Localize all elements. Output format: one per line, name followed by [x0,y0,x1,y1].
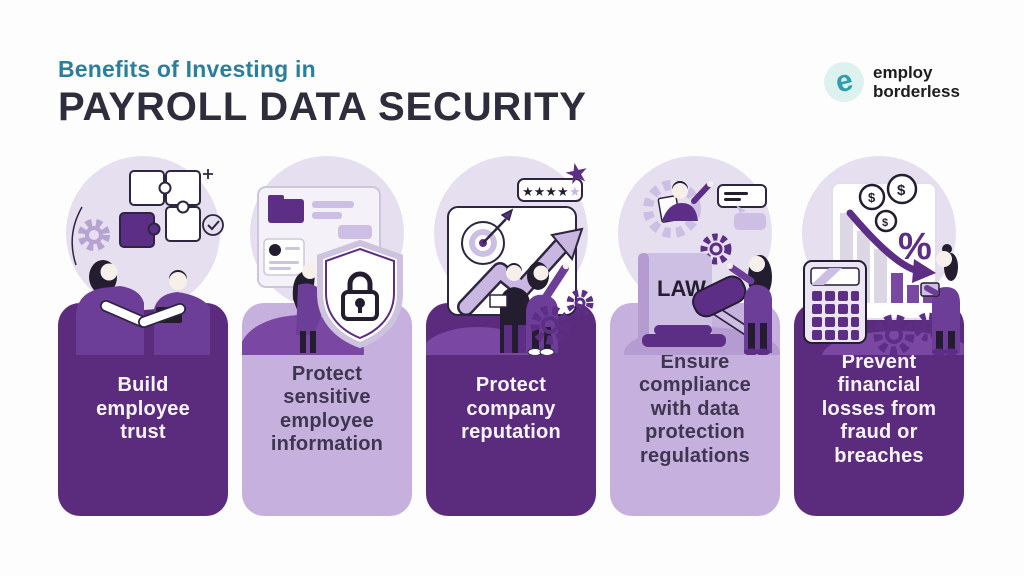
calculator-icon [803,260,867,344]
gear-icon [700,233,732,265]
card-label: Protect sensitive employee information [270,362,384,455]
header: Benefits of Investing in PAYROLL DATA SE… [58,56,587,128]
woman-with-tablet [920,244,960,355]
shield-lock-icon [317,239,403,349]
dollar-coins-icon: $ $ $ [858,173,918,233]
shield-lock-illustration [242,156,404,355]
brand-logo: e employ borderless [824,62,960,102]
chat-bubble-icon [338,225,372,239]
svg-text:★★★★: ★★★★ [522,184,569,199]
percent-symbol: % [898,226,932,268]
gear-icon [530,289,594,345]
page-title: PAYROLL DATA SECURITY [58,85,587,129]
folder-icon [268,195,304,223]
brand-name: employ borderless [873,63,960,101]
benefit-card-wrap-5: % $ $ $ [794,155,964,516]
brand-name-line1: employ [873,63,933,82]
law-gavel-illustration: LAW [618,156,780,355]
header-subtitle: Benefits of Investing in [58,56,316,82]
sparkle-icon [203,169,213,179]
checkmark-circle-icon [202,214,224,236]
card-label: Build employee trust [96,374,190,444]
target-dart-icon [461,208,514,265]
benefit-card-wrap-1: Build employee trust [58,155,228,516]
puzzle-icon [119,170,201,248]
gavel-icon [642,275,767,347]
gear-person [643,180,713,238]
benefit-cards-row: Build employee trust [58,155,966,516]
card-label: Protect company reputation [461,374,561,444]
speech-bubbles-icon [717,184,767,230]
svg-text:$: $ [882,217,888,229]
accent-arc [71,206,83,266]
star-icon: ★ [561,156,592,192]
svg-text:$: $ [868,190,876,205]
brand-name-line2: borderless [873,82,960,101]
woman-figure [727,255,772,355]
benefit-card-wrap-2: Protect sensitive employee information [242,155,412,516]
financial-loss-illustration: % $ $ $ [802,156,964,355]
benefit-card-wrap-3: ★★★★ ★ ★ [426,155,596,516]
svg-text:$: $ [897,182,906,199]
teamwork-puzzle-illustration [66,156,224,355]
profile-card [263,238,305,276]
svg-text:★: ★ [569,184,581,199]
benefit-card-ensure-compliance: Ensure compliance with data protection r… [610,303,780,516]
employ-borderless-logo-icon: e [824,62,864,102]
card-label: Prevent financial losses from fraud or b… [821,351,937,467]
star-rating-badge: ★★★★ ★ [517,178,583,202]
down-arrow-icon [846,209,922,275]
card-label: Ensure compliance with data protection r… [638,351,752,467]
rating-growth-illustration: ★★★★ ★ ★ [426,156,594,355]
gear-icon [78,219,110,251]
handshake-people [76,260,210,355]
benefit-card-wrap-4: LAW [610,155,780,516]
